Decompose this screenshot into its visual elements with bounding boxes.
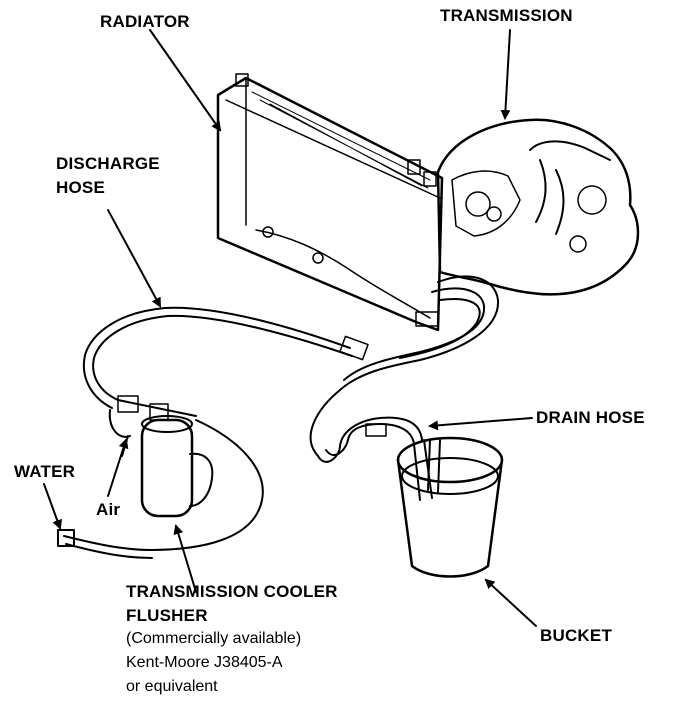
flusher-note-line2: Kent-Moore J38405-A [126,654,283,671]
transmission-label: TRANSMISSION [440,6,573,25]
flusher-label-line1: TRANSMISSION COOLER [126,582,338,601]
air-label: Air [96,500,121,519]
drain-hose-label: DRAIN HOSE [536,408,645,427]
cooler-hoses [309,275,500,457]
leader-lines [43,29,537,627]
radiator-label: RADIATOR [100,12,190,31]
transmission-illustration [436,118,640,296]
flusher-label-line2: FLUSHER [126,606,208,625]
discharge-hose [82,306,369,409]
water-hose [57,529,153,559]
bucket-illustration [396,436,504,578]
discharge-hose-label-line1: DISCHARGE [56,154,160,173]
bucket-label: BUCKET [540,626,613,645]
flusher-illustration [108,395,264,551]
water-label: WATER [14,462,76,481]
flusher-note-line3: or equivalent [126,678,218,695]
flusher-note-line1: (Commercially available) [126,630,302,647]
radiator-illustration [216,73,444,332]
discharge-hose-label-line2: HOSE [56,178,105,197]
